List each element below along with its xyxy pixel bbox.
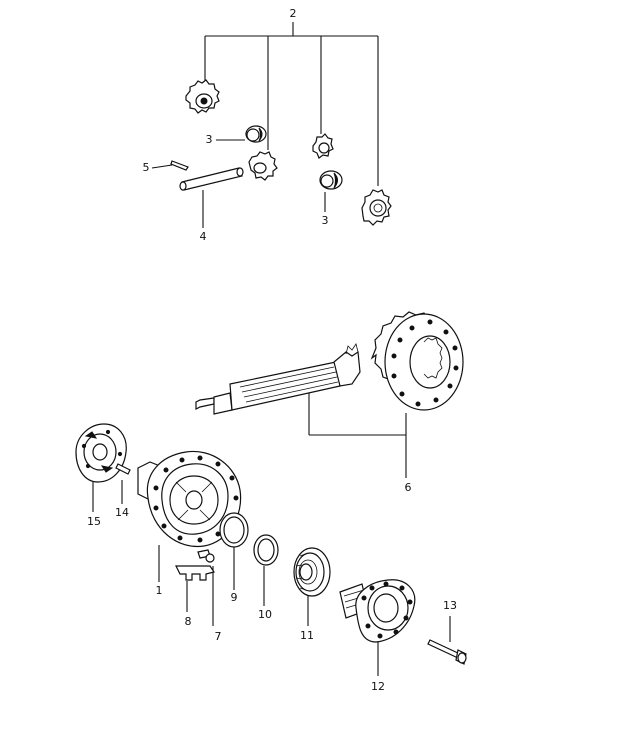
housing-bolt (197, 549, 215, 563)
flange-bolt (427, 639, 467, 665)
tapered-bearing (293, 547, 331, 597)
callout-8: 8 (185, 615, 192, 628)
callout-4: 4 (200, 230, 207, 243)
thrust-washer-right (319, 170, 343, 190)
spider-gear-upper-right (312, 133, 334, 159)
side-gear-right (361, 189, 392, 226)
callout-14: 14 (115, 506, 129, 519)
shim-ring-9 (219, 512, 249, 548)
callout-3: 3 (206, 133, 213, 146)
callout-15: 15 (87, 515, 101, 528)
spider-gear-upper-left (248, 151, 278, 181)
leader-lines (92, 22, 451, 676)
dowel-pin (115, 463, 131, 475)
side-gear-left (185, 79, 220, 114)
callout-7: 7 (215, 630, 222, 643)
callout-5: 5 (143, 161, 150, 174)
callout-13: 13 (443, 599, 457, 612)
thrust-washer-left (245, 125, 267, 143)
input-pinion-shaft (195, 343, 361, 415)
differential-housing (137, 450, 242, 548)
callout-9: 9 (231, 591, 238, 604)
callout-1: 1 (156, 584, 163, 597)
pinion-shaft (179, 167, 244, 191)
callout-6: 6 (405, 481, 412, 494)
callout-2: 2 (290, 7, 297, 20)
lock-plate (175, 565, 215, 581)
callout-10: 10 (258, 608, 272, 621)
roll-pin (170, 160, 189, 171)
callout-12: 12 (371, 680, 385, 693)
callout-11: 11 (300, 629, 314, 642)
side-cover-plate (75, 423, 127, 483)
callout-labels: 2 3 3 4 5 6 1 7 8 9 10 11 12 13 14 15 (87, 7, 457, 693)
ring-gear (370, 311, 464, 411)
callout-3: 3 (322, 214, 329, 227)
shim-ring-10 (253, 534, 279, 566)
output-flange (339, 579, 416, 643)
